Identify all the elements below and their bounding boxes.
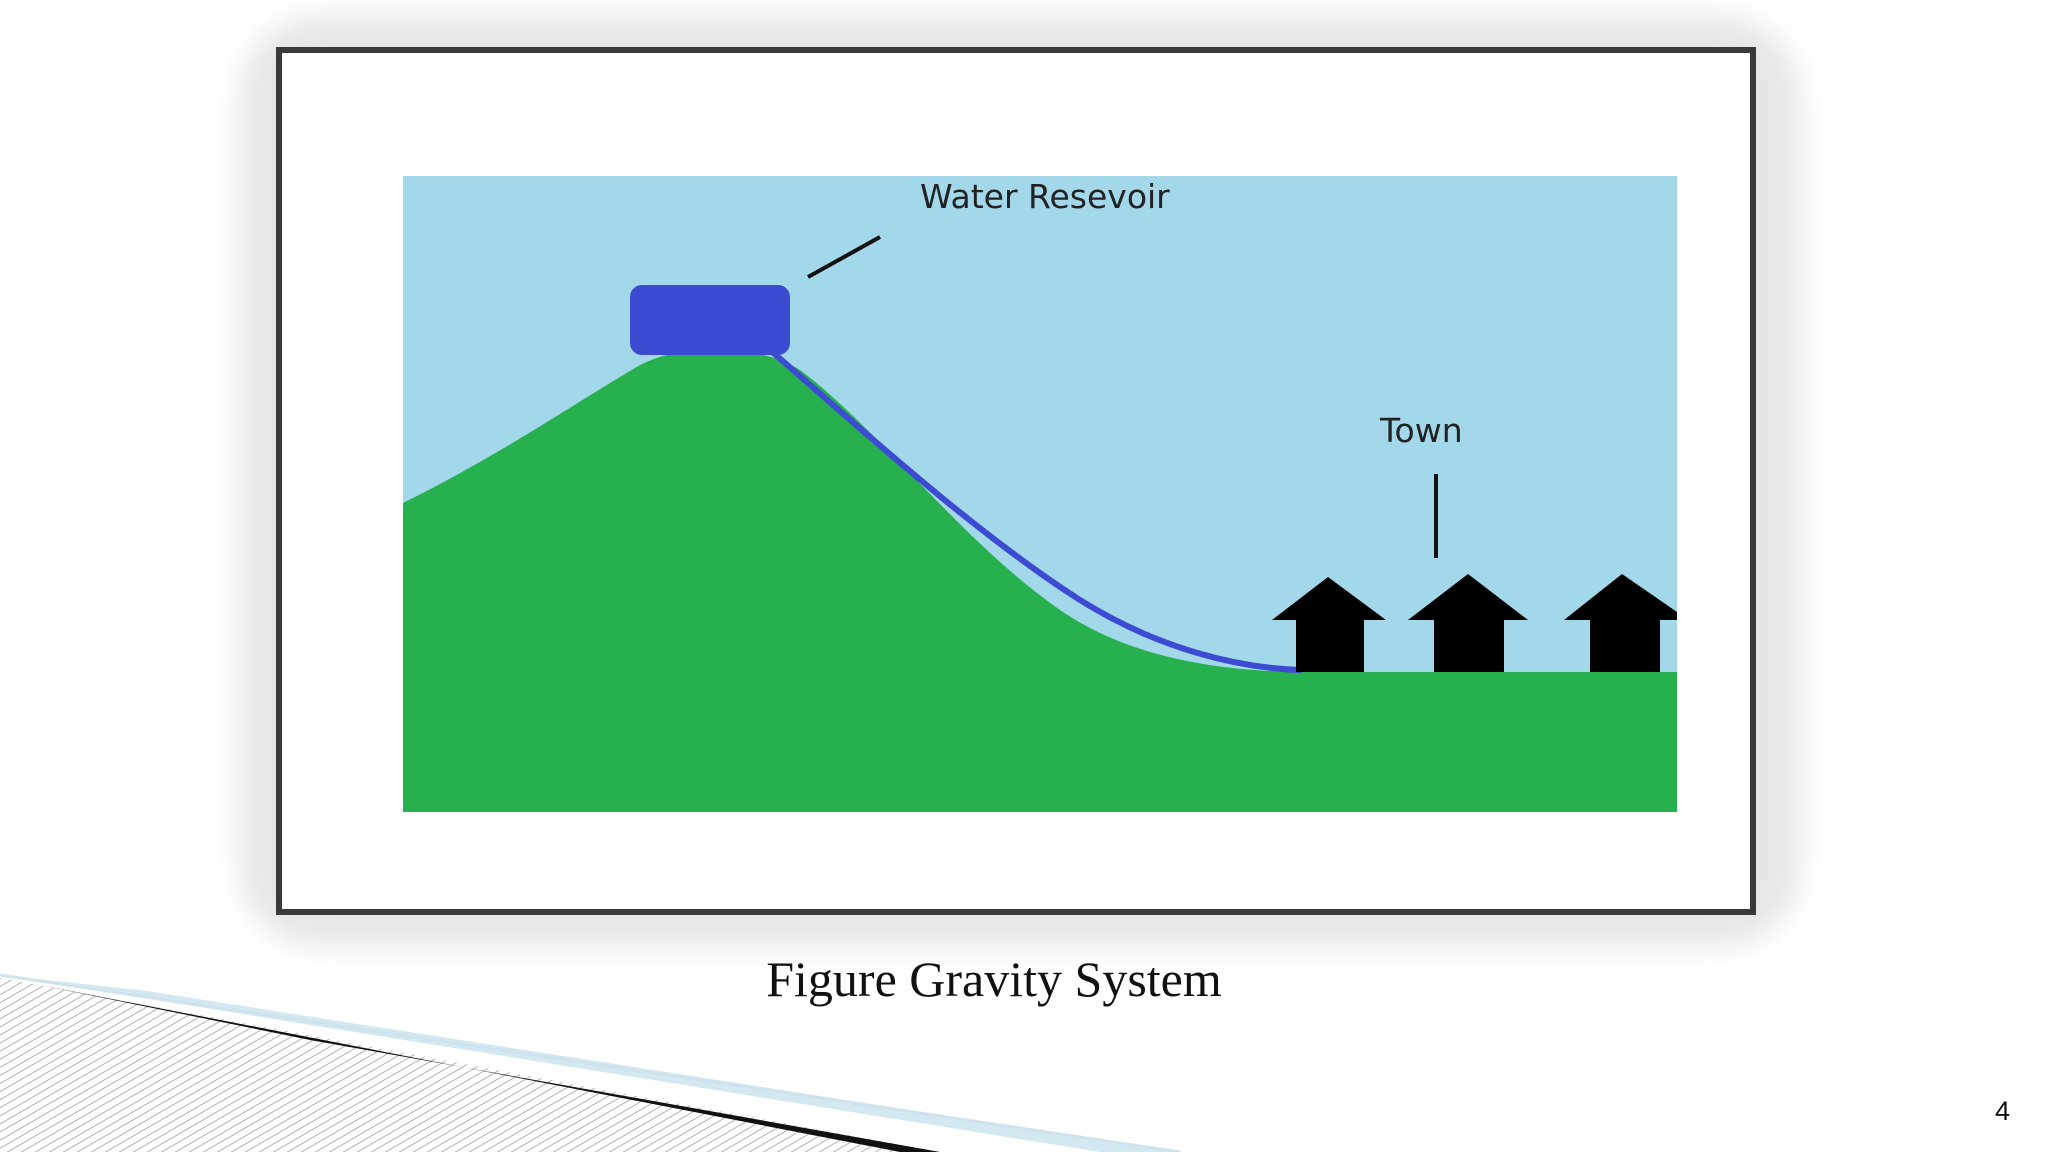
water-pipe [767, 347, 1303, 673]
house-icon [1272, 577, 1386, 672]
house-icon [1564, 574, 1677, 672]
water-reservoir-tank [630, 285, 790, 355]
reservoir-pointer-line [807, 235, 881, 279]
decorative-corner-stripes [0, 973, 1181, 1152]
figure-caption: Figure Gravity System [766, 951, 1222, 1007]
house-icon [1408, 574, 1528, 672]
reservoir-label: Water Resevoir [920, 177, 1170, 216]
hill-terrain [403, 348, 1677, 812]
town-label: Town [1379, 411, 1463, 450]
page-number: 4 [1994, 1096, 2010, 1126]
